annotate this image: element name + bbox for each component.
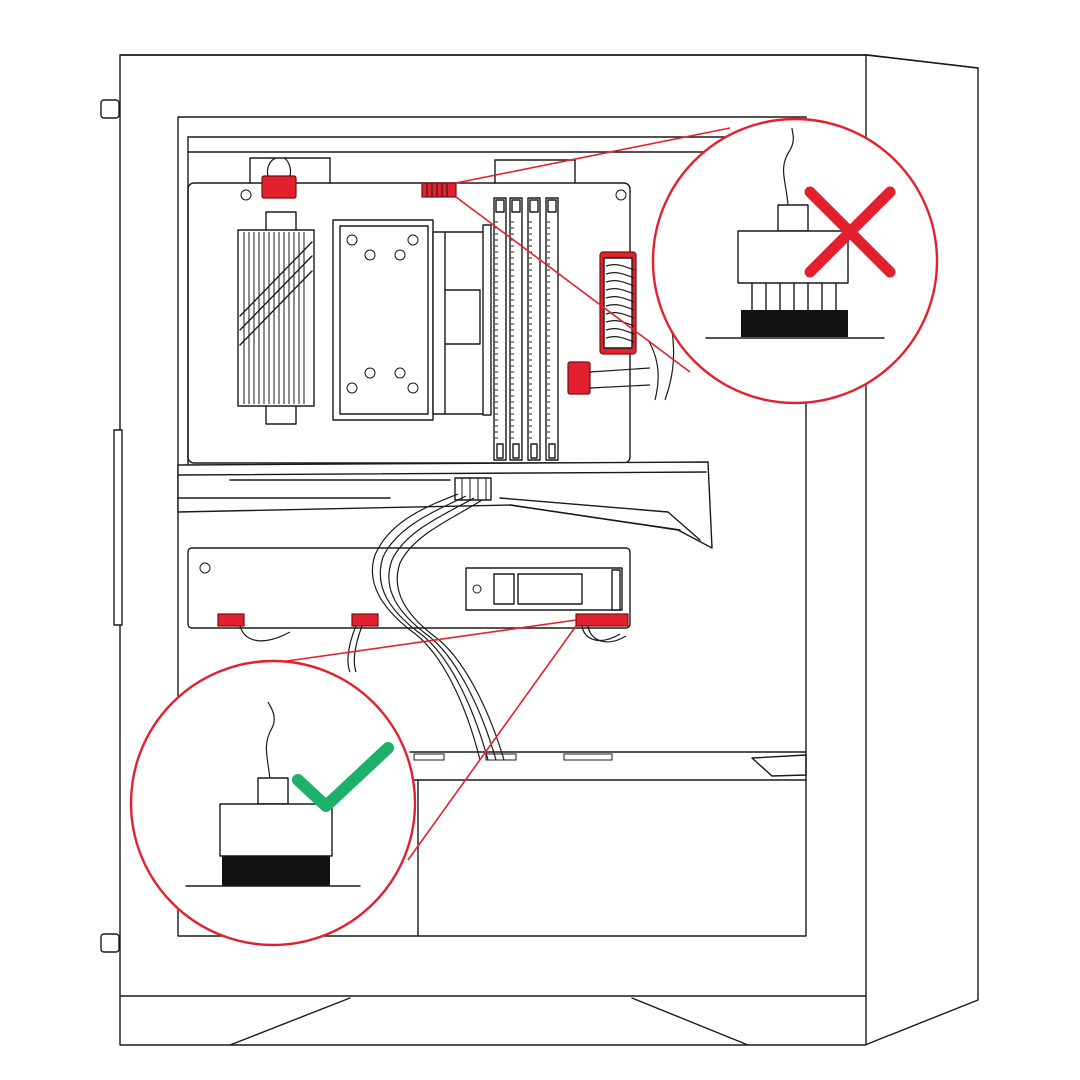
atx-wire: [605, 280, 635, 287]
cpu-power-connector: [261, 157, 297, 199]
ram-slot: [509, 197, 523, 461]
screw-icon: [199, 562, 211, 574]
callout-correct: [129, 619, 577, 947]
fan-header-top: [421, 182, 457, 198]
ram-slot: [493, 197, 507, 461]
ram-slot: [545, 197, 559, 461]
ram-latch: [511, 199, 521, 213]
ram-latch: [530, 443, 538, 459]
ram-latch: [495, 199, 505, 213]
ram-slot: [527, 197, 541, 461]
atx-wire: [605, 312, 635, 319]
graphics-card: [177, 461, 713, 549]
atx-wire: [605, 328, 635, 335]
screw-icon: [615, 189, 627, 201]
ram-latch: [548, 443, 556, 459]
reset-button-icon: [100, 933, 120, 953]
fan-header-bottom-mid: [347, 613, 379, 673]
ram-latch: [547, 199, 557, 213]
screw-icon: [240, 189, 252, 201]
ram-latch: [496, 443, 504, 459]
vrm-heatsink: [237, 211, 315, 425]
atx-wire: [605, 336, 635, 343]
atx-wire: [605, 304, 635, 311]
gpu-power-cable: [371, 493, 505, 761]
atx-wire: [605, 272, 635, 279]
x-mark-icon: [804, 186, 896, 278]
checkmark-icon: [292, 742, 394, 812]
atx-wire: [605, 296, 635, 303]
front-io-strip: [113, 429, 123, 626]
fan-header-bottom-left: [217, 613, 291, 642]
header-base: [741, 310, 848, 337]
motherboard-lower: [187, 547, 631, 629]
cpu-cooler: [332, 219, 492, 421]
atx-wire: [605, 264, 635, 271]
ram-latch: [512, 443, 520, 459]
psu-shroud: [409, 751, 807, 937]
header-base: [222, 856, 330, 886]
callout-incorrect: [455, 117, 939, 405]
atx-wire: [605, 288, 635, 295]
power-button-icon: [100, 99, 120, 119]
ram-latch: [529, 199, 539, 213]
